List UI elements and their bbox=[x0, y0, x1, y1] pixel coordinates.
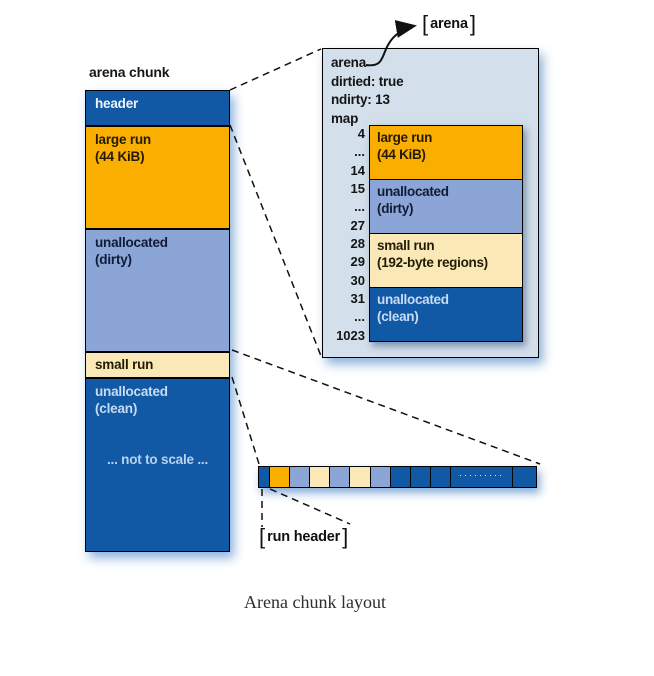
map-block-unallocated-clean: unallocated (clean) bbox=[369, 287, 523, 342]
connector-header-to-panel-bottom bbox=[229, 124, 322, 357]
map-block-small-run-sublabel: (192-byte regions) bbox=[377, 255, 488, 270]
map-block-small-run: small run (192-byte regions) bbox=[369, 233, 523, 288]
map-index: 15 bbox=[350, 180, 365, 196]
connector-smallrun-to-strip-right bbox=[231, 349, 541, 465]
segment-small-run: small run bbox=[86, 351, 229, 377]
map-block-large-run-sublabel: (44 KiB) bbox=[377, 147, 426, 162]
map-block-unallocated-clean-sublabel: (clean) bbox=[377, 309, 419, 324]
segment-unallocated-clean-label: unallocated bbox=[95, 384, 168, 399]
strip-cell-dark bbox=[390, 467, 410, 487]
map-area: 4 ... 14 15 ... 27 28 29 30 31 ... 1023 … bbox=[323, 125, 538, 345]
strip-cell-dark bbox=[430, 467, 450, 487]
connector-smallrun-to-strip-left bbox=[231, 376, 260, 465]
strip-cell-cream bbox=[349, 467, 370, 487]
map-index: 4 bbox=[357, 126, 365, 141]
arena-chunk-title: arena chunk bbox=[89, 64, 170, 80]
strip-cell-dark bbox=[259, 467, 269, 487]
segment-header: header bbox=[86, 91, 229, 125]
map-block-unallocated-dirty: unallocated (dirty) bbox=[369, 179, 523, 234]
segment-large-run-sublabel: (44 KiB) bbox=[95, 149, 145, 164]
strip-cell-periwinkle bbox=[289, 467, 309, 487]
segment-unallocated-dirty-label: unallocated bbox=[95, 235, 168, 250]
arena-field-name: arena bbox=[331, 55, 367, 70]
segment-header-label: header bbox=[95, 96, 139, 111]
arena-field-dirtied: dirtied: true bbox=[331, 73, 404, 89]
run-header-text: run header bbox=[267, 529, 341, 545]
strip-cell-cream bbox=[309, 467, 329, 487]
segment-small-run-label: small run bbox=[95, 357, 154, 372]
arena-field-ndirty: ndirty: 13 bbox=[331, 92, 390, 107]
strip-cell-dark bbox=[410, 467, 430, 487]
map-index-column: 4 ... 14 15 ... 27 28 29 30 31 ... 1023 bbox=[327, 125, 365, 345]
strip-cell-periwinkle bbox=[370, 467, 390, 487]
segment-large-run: large run (44 KiB) bbox=[86, 125, 229, 228]
map-block-stack: large run (44 KiB) unallocated (dirty) s… bbox=[369, 125, 523, 342]
map-index: 14 bbox=[350, 162, 365, 178]
not-to-scale-note: ... not to scale ... bbox=[106, 452, 209, 467]
map-block-unallocated-dirty-sublabel: (dirty) bbox=[377, 201, 414, 216]
map-block-small-run-label: small run bbox=[377, 238, 435, 253]
arena-chunk-column: header large run (44 KiB) unallocated (d… bbox=[85, 90, 230, 552]
arena-pointer-label: [ arena ] bbox=[422, 13, 476, 35]
map-index: 29 bbox=[350, 254, 365, 270]
connector-header-to-panel-top bbox=[229, 48, 322, 91]
map-index: ... bbox=[354, 309, 365, 325]
arena-pointer-text: arena bbox=[430, 16, 468, 32]
map-index: 28 bbox=[350, 235, 365, 251]
segment-unallocated-clean-sublabel: (clean) bbox=[95, 401, 138, 416]
segment-unallocated-clean: unallocated (clean) ... not to scale ... bbox=[86, 377, 229, 551]
map-index: 27 bbox=[350, 217, 365, 233]
strip-cell-dark bbox=[512, 467, 536, 487]
map-index: ... bbox=[354, 144, 365, 160]
map-block-large-run-label: large run bbox=[377, 130, 433, 145]
map-index: 31 bbox=[350, 290, 365, 306]
arena-struct-panel: arena dirtied: true ndirty: 13 map 4 ...… bbox=[322, 48, 539, 358]
close-bracket: ] bbox=[342, 524, 349, 549]
map-index: 1023 bbox=[336, 327, 365, 343]
segment-large-run-label: large run bbox=[95, 132, 151, 147]
run-header-label: [ run header ] bbox=[259, 526, 348, 548]
map-block-unallocated-clean-label: unallocated bbox=[377, 292, 449, 307]
connector-strip-to-runheader-right bbox=[269, 488, 351, 525]
run-strip: ········· bbox=[258, 466, 537, 488]
map-block-unallocated-dirty-label: unallocated bbox=[377, 184, 449, 199]
close-bracket: ] bbox=[469, 11, 476, 36]
map-index: 30 bbox=[350, 272, 365, 288]
arena-field-map: map bbox=[331, 110, 359, 126]
strip-cell-orange bbox=[269, 467, 289, 487]
open-bracket: [ bbox=[422, 11, 429, 36]
strip-cell-periwinkle bbox=[329, 467, 349, 487]
map-index: ... bbox=[354, 199, 365, 215]
figure-caption: Arena chunk layout bbox=[244, 592, 386, 612]
map-block-large-run: large run (44 KiB) bbox=[369, 125, 523, 180]
open-bracket: [ bbox=[259, 524, 266, 549]
strip-cell-dark: ········· bbox=[450, 467, 512, 487]
segment-unallocated-dirty-sublabel: (dirty) bbox=[95, 252, 132, 267]
segment-unallocated-dirty: unallocated (dirty) bbox=[86, 228, 229, 351]
arena-struct-fields: arena dirtied: true ndirty: 13 map bbox=[331, 54, 404, 128]
